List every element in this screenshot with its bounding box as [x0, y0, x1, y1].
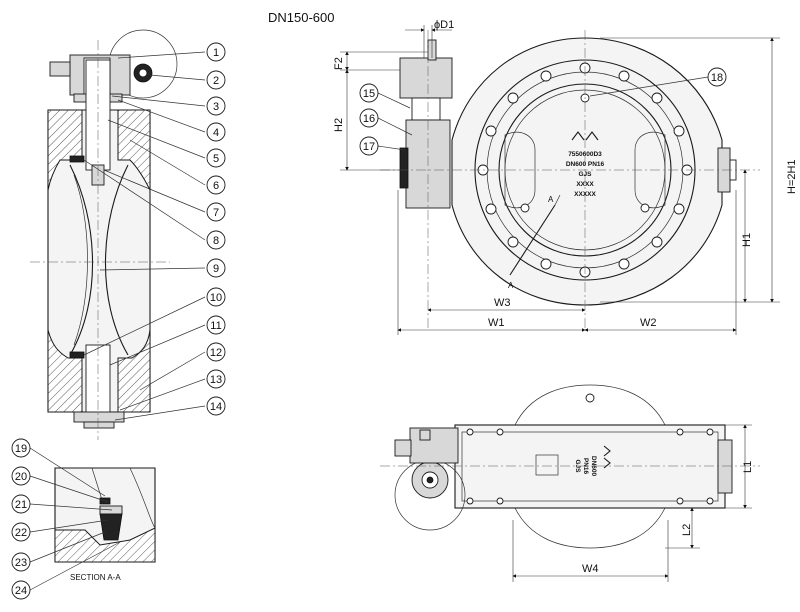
dim-w3: W3 — [494, 297, 511, 309]
dim-d1: ϕD1 — [434, 19, 454, 31]
top-view: DN600 PN16 GJS — [380, 384, 760, 549]
callout-4: 4 — [213, 127, 219, 139]
dim-h1: H1 — [741, 233, 753, 247]
callout-7-circle — [206, 202, 226, 222]
callout-13-circle — [206, 369, 226, 389]
callout-7: 7 — [213, 207, 219, 219]
section-mark-lower: A — [508, 281, 514, 290]
callout-5-circle — [206, 148, 226, 168]
callout-3: 3 — [213, 101, 219, 113]
callout-9: 9 — [213, 263, 219, 275]
sectional-side-view — [30, 29, 178, 440]
callout-6-circle — [206, 175, 226, 195]
callout-13: 13 — [210, 374, 222, 386]
dimensions-top-view: L1 L2 W4 — [512, 424, 754, 582]
callout-8: 8 — [213, 235, 219, 247]
callout-16: 16 — [363, 113, 375, 125]
section-label: SECTION A-A — [70, 573, 121, 582]
callout-11: 11 — [210, 320, 221, 332]
callouts-side-view: 1 2 3 4 5 6 7 8 9 10 11 12 13 14 — [83, 42, 226, 421]
dim-h: H=2H1 — [786, 159, 798, 194]
nameplate-line-5: XXXXX — [574, 191, 596, 198]
dimensions-front-view: ϕD1 F2 H2 H=2H1 H1 W3 W1 W2 — [333, 19, 798, 335]
dim-f2: F2 — [333, 57, 345, 70]
callout-22: 22 — [15, 527, 27, 539]
drawing-title: DN150-600 — [268, 10, 335, 25]
callouts-section: 19 20 21 22 23 24 — [11, 438, 31, 600]
nameplate-line-4: XXXX — [576, 181, 594, 188]
callout-12: 12 — [210, 347, 222, 359]
callout-2-circle — [206, 70, 226, 90]
callout-18: 18 — [711, 72, 723, 84]
top-plate-line-3: GJS — [574, 459, 581, 473]
callouts-front-view: 15 16 17 18 — [359, 67, 727, 156]
callout-3-circle — [206, 96, 226, 116]
dim-h2: H2 — [333, 118, 345, 132]
callout-19: 19 — [15, 443, 27, 455]
callout-8-circle — [206, 230, 226, 250]
dim-l1: L1 — [742, 461, 754, 473]
callout-5: 5 — [213, 153, 219, 165]
callout-23: 23 — [15, 557, 27, 569]
callout-21: 21 — [15, 499, 27, 511]
callout-24: 24 — [15, 585, 27, 597]
dim-w2: W2 — [640, 317, 657, 329]
nameplate-line-3: GJS — [578, 171, 592, 178]
callout-4-circle — [206, 122, 226, 142]
callout-20: 20 — [15, 471, 27, 483]
callout-12-circle — [206, 342, 226, 362]
callout-6: 6 — [213, 180, 219, 192]
callout-1: 1 — [213, 47, 219, 59]
callout-11-circle — [206, 315, 226, 335]
nameplate-line-2: DN600 PN16 — [566, 161, 605, 168]
section-a-a-detail: SECTION A-A — [29, 447, 156, 591]
callout-10: 10 — [210, 292, 222, 304]
callout-17: 17 — [363, 141, 375, 153]
section-mark-upper: A — [548, 195, 554, 204]
dim-w4: W4 — [582, 563, 599, 575]
callout-14: 14 — [210, 401, 222, 413]
dim-l2: L2 — [681, 524, 693, 536]
top-plate-line-1: DN600 — [590, 456, 597, 477]
callout-9-circle — [206, 258, 226, 278]
nameplate-line-1: 7550600D3 — [568, 151, 602, 158]
callout-15: 15 — [363, 88, 375, 100]
front-view: A A 7550600D3 DN600 PN16 GJS XXXX XXXXX — [380, 30, 760, 330]
callout-2: 2 — [213, 75, 219, 87]
top-plate-line-2: PN16 — [582, 458, 589, 475]
callout-14-circle — [206, 396, 226, 416]
callout-1-circle — [206, 42, 226, 62]
callout-10-circle — [206, 287, 226, 307]
dim-w1: W1 — [488, 317, 505, 329]
